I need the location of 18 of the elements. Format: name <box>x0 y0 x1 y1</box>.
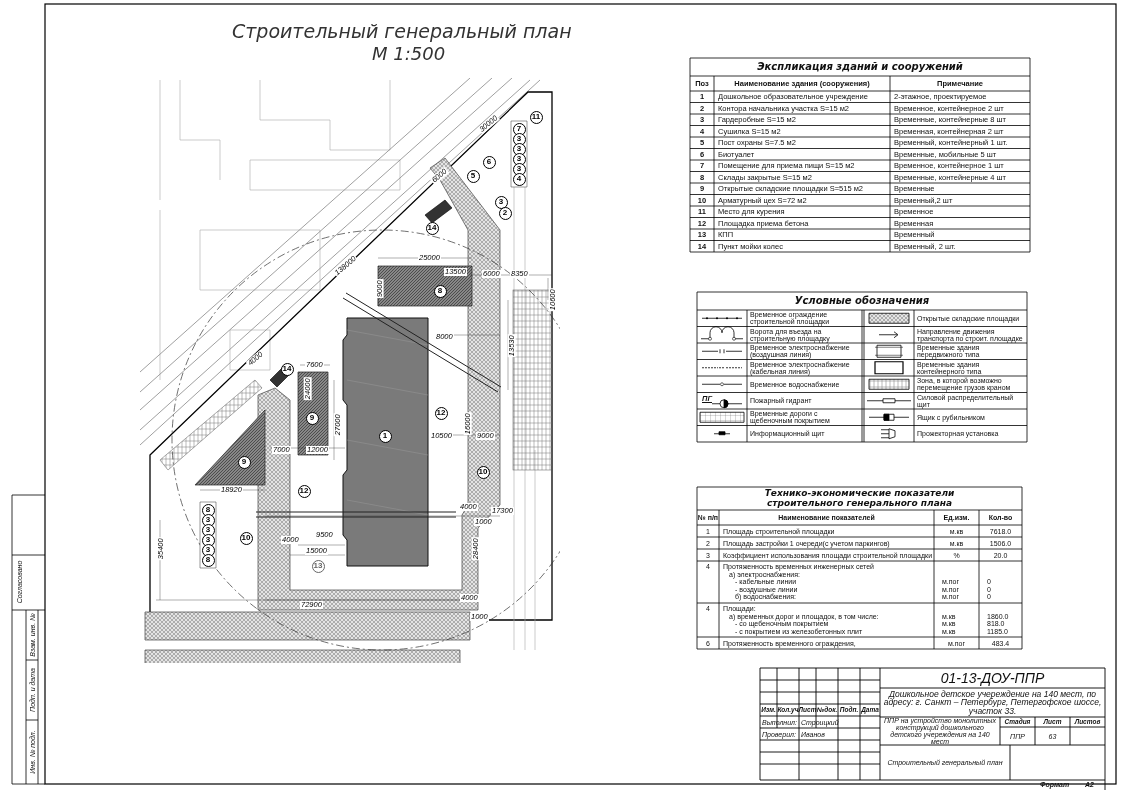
table-heading: Экспликация зданий и сооружений <box>756 60 964 74</box>
project-name: Дошкольное детское учереждение на 140 мест, по адресу: г. Санкт – Петербург, Петергофское шоссе, участок 33. <box>882 688 1103 717</box>
drawing-code: 01-13-ДОУ-ППР <box>939 669 1046 688</box>
callout-number: 13 <box>311 559 325 573</box>
callout-number: 5 <box>466 169 480 183</box>
drawing-title: Строительный генеральный план <box>232 22 572 41</box>
callout-number: 14 <box>425 221 439 235</box>
scale-label: М 1:500 <box>372 45 446 63</box>
callout-number: 6 <box>482 155 496 169</box>
table-heading: Условные обозначения <box>793 294 931 308</box>
callout-number: 10 <box>239 531 253 545</box>
callout-number: 3 <box>494 195 508 209</box>
callout-number: 2 <box>498 206 512 220</box>
callout-number: 12 <box>297 484 311 498</box>
callout-number: 12 <box>434 406 448 420</box>
callout-number: 11 <box>529 110 543 124</box>
callout-number: 14 <box>280 362 294 376</box>
table-heading: Технико-экономические показатели строительного генерального плана <box>763 488 956 509</box>
